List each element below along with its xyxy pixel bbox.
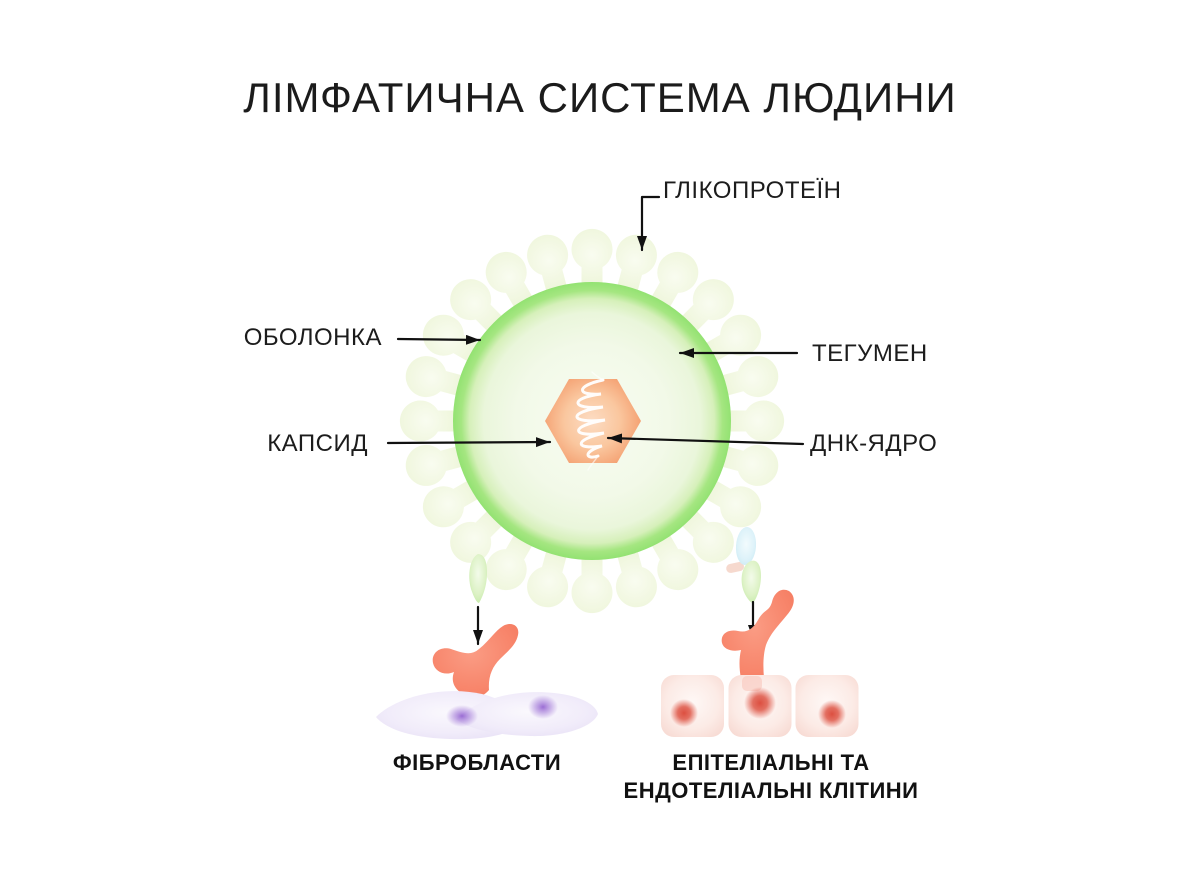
caption-epithelial-line1: ЕПІТЕЛІАЛЬНІ ТА: [672, 750, 870, 775]
virion-drop-left: [469, 554, 487, 603]
caption-epithelial: ЕПІТЕЛІАЛЬНІ ТА ЕНДОТЕЛІАЛЬНІ КЛІТИНИ: [616, 749, 926, 805]
receptor-fragment: [726, 562, 745, 573]
fibroblast-cells: [376, 691, 598, 740]
caption-fibroblasts: ФІБРОБЛАСТИ: [392, 750, 562, 775]
receptor-stem-overlay: [742, 676, 762, 691]
epithelial-nucleus: [744, 687, 776, 719]
receptor-right: [721, 589, 794, 683]
receptor-left: [432, 624, 519, 698]
fibroblast-nucleus: [528, 695, 558, 719]
caption-epithelial-line2: ЕНДОТЕЛІАЛЬНІ КЛІТИНИ: [623, 778, 919, 803]
epithelial-nucleus: [818, 700, 846, 728]
dna-coil: [575, 371, 606, 471]
label-glycoprotein: ГЛІКОПРОТЕЇН: [663, 177, 842, 204]
epithelial-nucleus: [670, 699, 698, 727]
label-tegument: ТЕГУМЕН: [812, 340, 928, 367]
label-envelope: ОБОЛОНКА: [243, 324, 382, 351]
virion-cluster-right: [726, 527, 761, 603]
glycoprotein-arrow: [637, 195, 661, 252]
label-dna-core: ДНК-ЯДРО: [810, 430, 938, 457]
fibroblast-cell: [456, 692, 598, 737]
fibroblast-nucleus: [446, 705, 478, 727]
diagram-title: ЛІМФАТИЧНА СИСТЕМА ЛЮДИНИ: [243, 74, 957, 121]
virion-drop-green: [741, 560, 761, 603]
label-capsid: КАПСИД: [267, 430, 368, 457]
envelope-arrow: [396, 334, 482, 345]
capsid-arrow: [386, 437, 552, 448]
virion-drop-blue: [735, 527, 757, 565]
dna-core-arrow: [606, 433, 805, 446]
epithelial-cells: [661, 675, 859, 737]
